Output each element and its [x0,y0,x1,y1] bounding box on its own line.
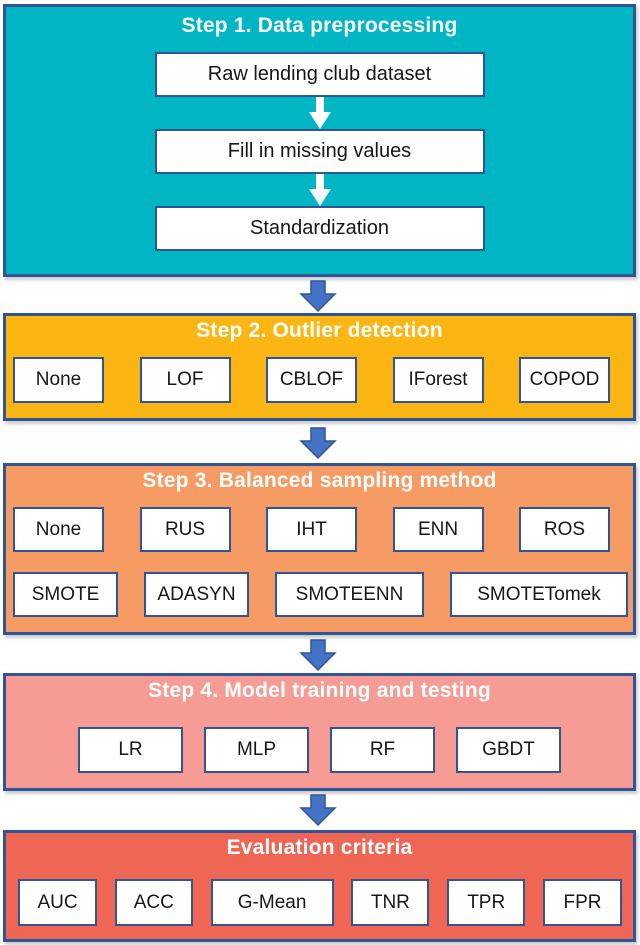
node-smotetomek: SMOTETomek [450,572,628,617]
node-acc: ACC [114,879,193,926]
node-copod: COPOD [519,357,610,403]
node-standardization: Standardization [154,206,485,251]
node-enn: ENN [392,507,484,552]
node-gbdt: GBDT [456,727,561,773]
node-lof: LOF [139,357,231,403]
step1-title: Step 1. Data preprocessing [181,14,458,37]
blue-down-arrow-icon [299,639,337,671]
node-none-sampling: None [13,507,104,552]
node-mlp: MLP [204,727,309,773]
white-down-arrow-icon [308,97,331,129]
model-row: LR MLP RF GBDT [6,727,633,773]
node-fill-missing-values: Fill in missing values [154,129,485,174]
node-iforest: IForest [392,357,484,403]
node-gmean: G-Mean [210,879,334,926]
metric-row: AUC ACC G-Mean TNR TPR FPR [18,879,622,926]
sampling-method-row-2: SMOTE ADASYN SMOTEENN SMOTETomek [13,572,628,617]
evaluation-title: Evaluation criteria [226,836,413,859]
node-smote: SMOTE [13,572,118,617]
step2-title: Step 2. Outlier detection [196,319,443,342]
node-none-outlier: None [13,357,104,403]
evaluation-criteria-panel: Evaluation criteria AUC ACC G-Mean TNR T… [3,830,636,942]
node-adasyn: ADASYN [144,572,249,617]
white-down-arrow-icon [308,174,331,206]
sampling-method-row-1: None RUS IHT ENN ROS [13,507,610,552]
outlier-method-row: None LOF CBLOF IForest COPOD [13,357,610,403]
step2-outlier-detection-panel: Step 2. Outlier detection None LOF CBLOF… [3,313,636,421]
node-tnr: TNR [351,879,430,926]
node-raw-lending-club-dataset: Raw lending club dataset [154,52,485,97]
blue-down-arrow-icon [299,280,337,312]
node-ros: ROS [519,507,610,552]
node-cblof: CBLOF [266,357,357,403]
node-smoteenn: SMOTEENN [275,572,424,617]
node-iht: IHT [266,507,357,552]
node-tpr: TPR [447,879,526,926]
node-rus: RUS [139,507,231,552]
blue-down-arrow-icon [299,794,337,826]
node-lr: LR [78,727,183,773]
step3-balanced-sampling-panel: Step 3. Balanced sampling method None RU… [3,463,636,635]
step3-title: Step 3. Balanced sampling method [142,469,497,492]
step4-model-training-panel: Step 4. Model training and testing LR ML… [3,673,636,791]
node-fpr: FPR [542,879,622,926]
node-auc: AUC [18,879,97,926]
blue-down-arrow-icon [299,427,337,459]
node-rf: RF [330,727,435,773]
step4-title: Step 4. Model training and testing [148,679,491,702]
step1-data-preprocessing-panel: Step 1. Data preprocessing Raw lending c… [3,4,636,277]
